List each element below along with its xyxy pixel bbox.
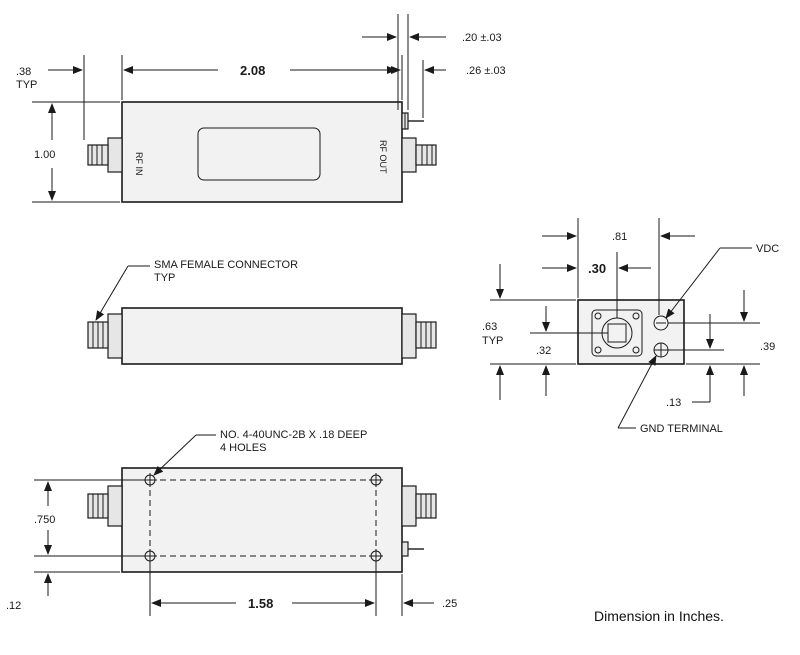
dim-hole-spacing-x: 1.58 <box>248 596 273 611</box>
side-view-left-connector <box>87 313 123 359</box>
dim-gnd-y: .13 <box>666 397 681 409</box>
mounting-hole <box>369 549 383 563</box>
side-view-housing <box>121 307 403 365</box>
dim-terminal-a: .20 ±.03 <box>462 32 502 44</box>
units-note: Dimension in Inches. <box>594 608 724 624</box>
top-view-terminal-pin <box>401 112 424 130</box>
connector-note: SMA FEMALE CONNECTOR <box>154 259 298 271</box>
side-view: SMA FEMALE CONNECTOR TYP <box>87 259 437 365</box>
label-gnd: GND TERMINAL <box>640 423 723 435</box>
dim-hole-offset-y: .12 <box>6 600 21 612</box>
mounting-hole <box>369 473 383 487</box>
connector-note-sub: TYP <box>154 272 175 284</box>
dim-hole-offset-x: .25 <box>442 598 457 610</box>
dim-end-height: .63 <box>482 321 497 333</box>
dim-terminal-b: .26 ±.03 <box>466 65 506 77</box>
dim-flange-sub: TYP <box>16 79 37 91</box>
top-view-rf-in-connector <box>87 137 123 173</box>
side-view-right-connector <box>401 313 437 359</box>
top-view-housing <box>121 101 403 203</box>
dim-length: 2.08 <box>240 63 265 78</box>
port-label-rf-in: RF IN <box>134 152 144 176</box>
port-label-rf-out: RF OUT <box>378 140 388 174</box>
label-vdc: VDC <box>756 243 779 255</box>
dim-hole-spacing-y: .750 <box>34 514 55 526</box>
dim-end-width: .81 <box>612 231 627 243</box>
gnd-terminal <box>653 342 669 358</box>
dim-vdc-y: .39 <box>760 341 775 353</box>
dim-flange: .38 <box>16 66 31 78</box>
dim-connector-y: .32 <box>536 345 551 357</box>
bottom-view-housing <box>121 467 403 573</box>
mounting-hole <box>143 549 157 563</box>
dim-connector-x: .30 <box>588 261 606 276</box>
dim-end-height-sub: TYP <box>482 335 503 347</box>
holes-note: NO. 4-40UNC-2B X .18 DEEP <box>220 429 367 441</box>
bottom-view-right-connector <box>401 485 437 527</box>
top-view-label-window <box>197 127 321 181</box>
bottom-view-left-connector <box>87 485 123 527</box>
mounting-hole <box>143 473 157 487</box>
top-view: RF IN RF OUT 2.08 .38 TYP 1.00 .20 ±.03 … <box>16 14 506 203</box>
bottom-view-terminal-pin <box>401 541 424 557</box>
end-view: .81 .30 .63 TYP .32 .39 .13 VDC <box>482 218 779 435</box>
holes-note-sub: 4 HOLES <box>220 442 266 454</box>
dim-height: 1.00 <box>34 149 55 161</box>
bottom-view: NO. 4-40UNC-2B X .18 DEEP 4 HOLES .750 .… <box>6 429 457 616</box>
top-view-rf-out-connector <box>401 137 437 173</box>
